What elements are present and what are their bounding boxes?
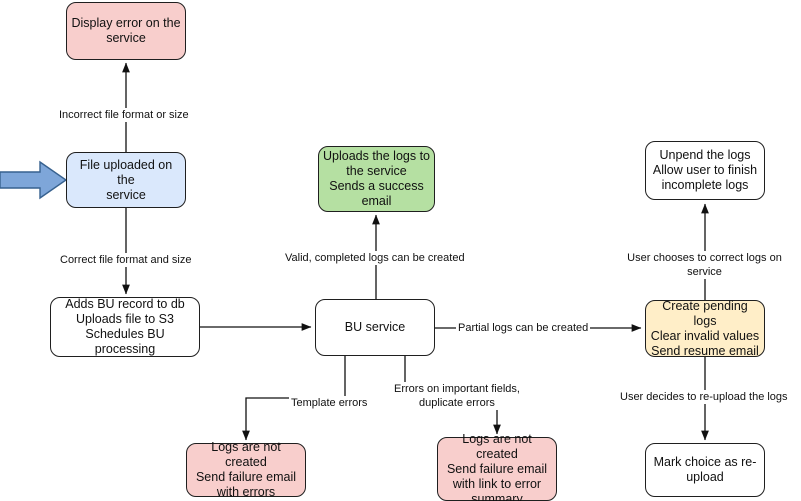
node-create-pending-logs[interactable]: Create pending logs Clear invalid values… bbox=[645, 299, 765, 358]
edge-label-errors-on-important-fields: Errors on important fields, duplicate er… bbox=[392, 382, 522, 410]
node-uploads-the-logs[interactable]: Uploads the logs to the service Sends a … bbox=[318, 146, 435, 212]
node-bu-service[interactable]: BU service bbox=[315, 299, 435, 356]
start-arrow-icon bbox=[0, 160, 68, 200]
edge-label-user-decides-to-re-upload: User decides to re-upload the logs bbox=[618, 390, 790, 404]
node-logs-not-created-with-errors[interactable]: Logs are not created Send failure email … bbox=[186, 440, 306, 499]
node-display-error[interactable]: Display error on the service bbox=[66, 2, 186, 60]
edge-label-correct-file-format: Correct file format and size bbox=[58, 253, 194, 267]
node-file-uploaded-on-the-service[interactable]: File uploaded on the service bbox=[66, 152, 186, 208]
edge-label-valid-completed-logs: Valid, completed logs can be created bbox=[283, 251, 467, 265]
edge-label-user-chooses-to-correct-logs: User chooses to correct logs on service bbox=[608, 251, 801, 279]
edge-label-incorrect-file-format: Incorrect file format or size bbox=[57, 108, 191, 122]
node-adds-bu-record[interactable]: Adds BU record to db Uploads file to S3 … bbox=[50, 297, 200, 357]
node-unpend-the-logs[interactable]: Unpend the logs Allow user to finish inc… bbox=[645, 141, 765, 200]
edge-label-template-errors: Template errors bbox=[289, 396, 370, 410]
edge-label-partial-logs-can-be-created: Partial logs can be created bbox=[456, 321, 591, 335]
node-logs-not-created-error-summary[interactable]: Logs are not created Send failure email … bbox=[437, 432, 557, 501]
node-mark-choice-as-re-upload[interactable]: Mark choice as re- upload bbox=[645, 443, 765, 497]
